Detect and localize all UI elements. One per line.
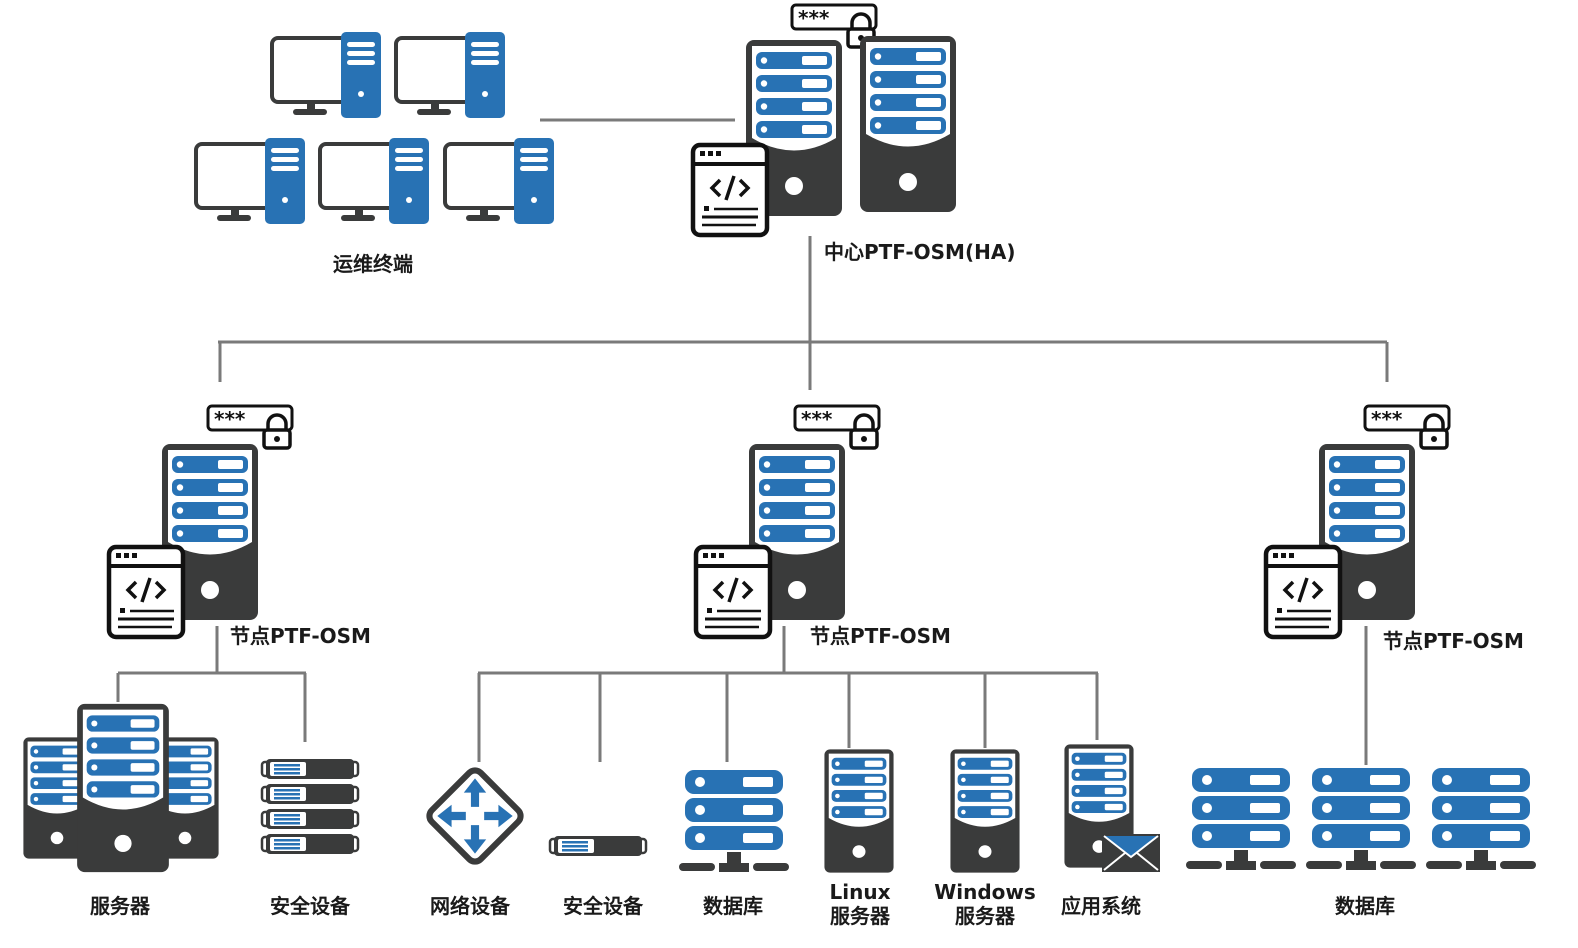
database-server-icon [679,770,789,874]
desktop-computer-icon [441,138,555,224]
child-label-windows-server: Windows 服务器 [930,880,1040,928]
child-label-servers: 服务器 [90,894,150,918]
child-label-database: 数据库 [703,894,763,918]
linux-label-line1: Linux [829,880,891,904]
tower-server-icon [73,702,173,874]
tower-server-icon [949,748,1021,874]
security-appliance-icon [259,833,361,855]
security-appliance-icon [259,808,361,830]
database-server-icon [1186,768,1296,872]
windows-label-line1: Windows [934,880,1036,904]
security-appliance-icon [259,758,361,780]
child-label-linux-server: Linux 服务器 [810,880,910,928]
code-window-icon [689,142,771,238]
desktop-computer-icon [316,138,430,224]
security-appliance-icon [259,783,361,805]
ops-terminals-label: 运维终端 [333,252,413,276]
code-window-icon [105,544,187,640]
code-window-icon [1262,544,1344,640]
tower-server-icon [856,34,960,214]
child-label-security-devices: 安全设备 [270,894,350,918]
security-appliance-icon [547,835,649,857]
database-server-icon [1426,768,1536,872]
child-label-security-device: 安全设备 [563,894,643,918]
windows-label-line2: 服务器 [955,904,1015,928]
center-ptf-osm-label: 中心PTF-OSM(HA) [824,240,1016,264]
tower-server-icon [823,748,895,874]
child-label-databases: 数据库 [1335,894,1395,918]
database-server-icon [1306,768,1416,872]
node1-label: 节点PTF-OSM [230,624,371,648]
code-window-icon [692,544,774,640]
desktop-computer-icon [268,32,382,118]
child-label-application-system: 应用系统 [1061,894,1141,918]
linux-label-line2: 服务器 [830,904,890,928]
node3-label: 节点PTF-OSM [1383,629,1524,653]
envelope-icon [1101,833,1161,873]
node2-label: 节点PTF-OSM [810,624,951,648]
router-icon [419,760,531,872]
desktop-computer-icon [192,138,306,224]
child-label-network-devices: 网络设备 [430,894,510,918]
desktop-computer-icon [392,32,506,118]
